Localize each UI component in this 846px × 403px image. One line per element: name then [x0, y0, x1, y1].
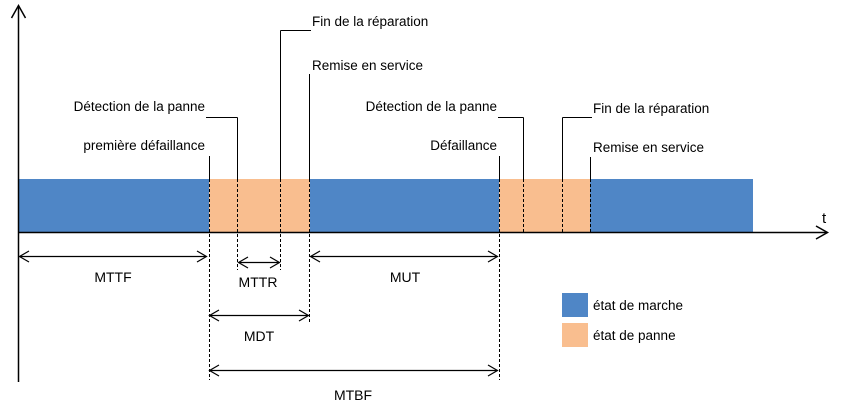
label-defaillance-2: Défaillance — [430, 138, 497, 153]
label-remise-service-2: Remise en service — [593, 140, 705, 155]
bar-running-2 — [310, 179, 499, 232]
time-axis-label: t — [822, 210, 827, 227]
mttr-arrowhead-right-icon — [269, 256, 281, 269]
label-mut: MUT — [389, 269, 421, 285]
mdt-arrowhead-left-icon — [208, 309, 220, 322]
label-mdt: MDT — [243, 328, 275, 344]
bar-running-3 — [590, 179, 753, 232]
axes — [10, 3, 830, 382]
mtbf-arrowhead-right-icon — [487, 364, 499, 377]
legend-swatch-marche — [562, 293, 588, 317]
mdt-arrowhead-right-icon — [298, 309, 310, 322]
label-mttr: MTTR — [238, 274, 278, 290]
mtbf-arrowhead-left-icon — [208, 364, 220, 377]
mut-arrowhead-left-icon — [309, 250, 321, 263]
label-detection-panne-1: Détection de la panne — [73, 99, 205, 114]
label-remise-service-1: Remise en service — [312, 58, 424, 73]
label-fin-reparation-2: Fin de la réparation — [593, 101, 710, 116]
mttf-arrowhead-left-icon — [18, 250, 30, 263]
mttr-arrowhead-left-icon — [237, 256, 249, 269]
label-mtbf: MTBF — [333, 387, 373, 403]
label-premiere-defaillance: première défaillance — [83, 138, 205, 153]
label-mttf: MTTF — [94, 269, 132, 285]
state-bar — [18, 179, 753, 232]
bar-running-1 — [18, 179, 209, 232]
measure-arrows — [18, 250, 499, 377]
event-dashed-lines — [209, 179, 591, 380]
mttf-arrowhead-right-icon — [196, 250, 208, 263]
legend-label-panne: état de panne — [593, 328, 676, 343]
label-fin-reparation-1: Fin de la réparation — [312, 14, 429, 29]
mut-arrowhead-right-icon — [487, 250, 499, 263]
time-axis-arrowhead-icon — [815, 225, 830, 240]
legend-swatches — [562, 293, 588, 347]
y-axis-arrowhead-icon — [10, 3, 27, 19]
event-connectors — [206, 30, 592, 179]
label-detection-panne-2: Détection de la panne — [365, 99, 497, 114]
legend-label-marche: état de marche — [593, 298, 684, 313]
legend-swatch-panne — [562, 323, 588, 347]
bar-failure-1 — [209, 179, 310, 232]
bar-failure-2 — [499, 179, 590, 232]
